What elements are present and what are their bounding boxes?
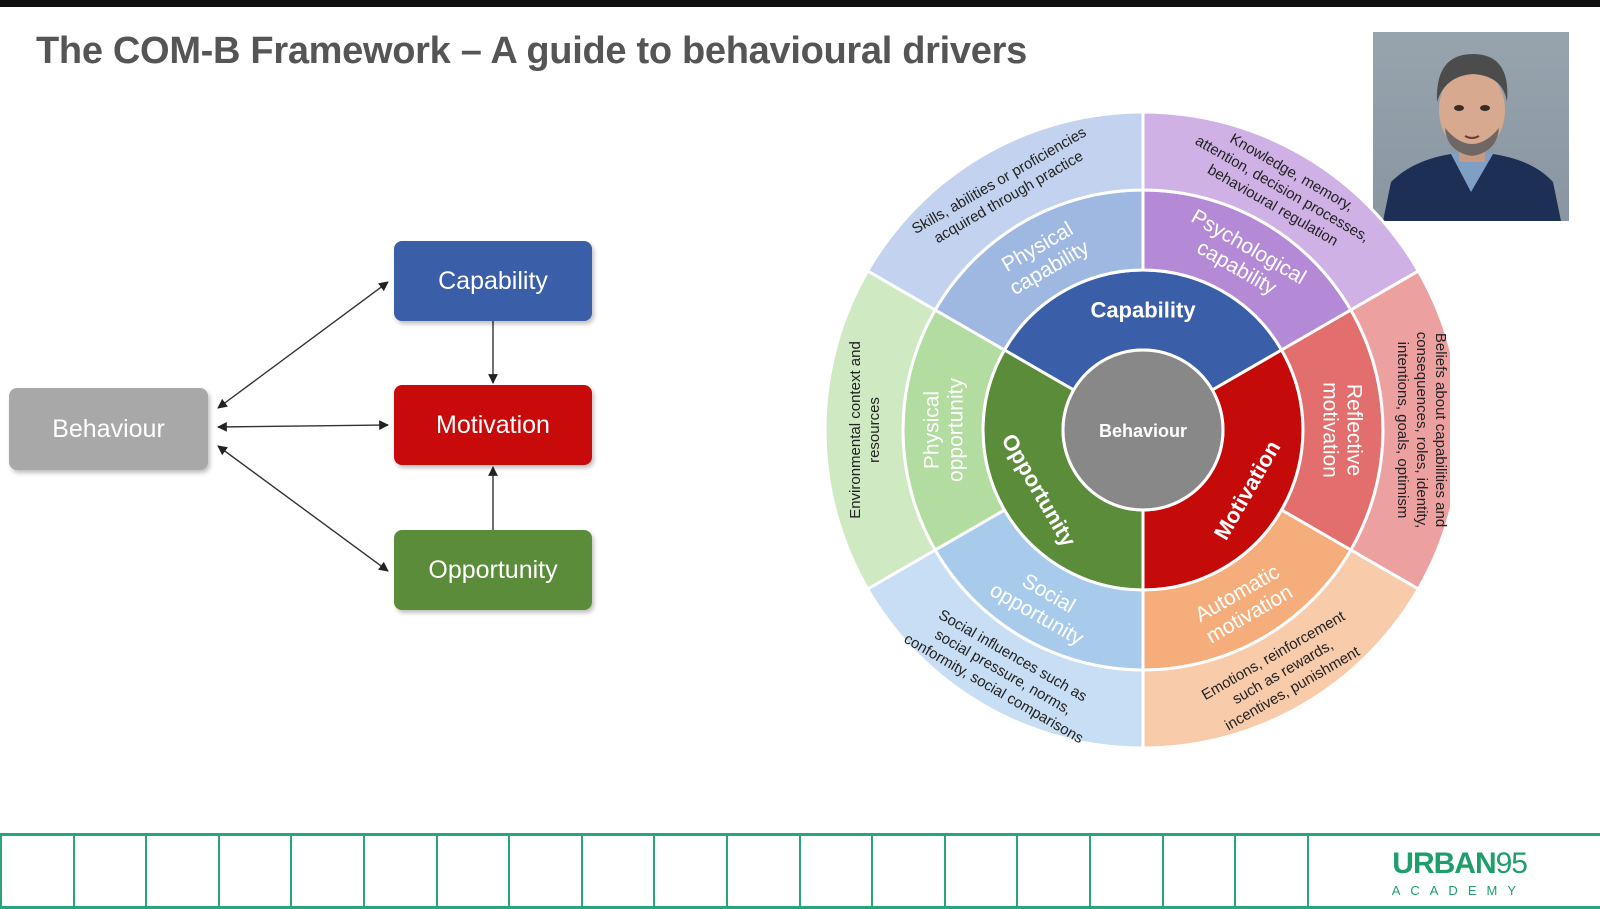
footer-grid-divider [145,833,148,909]
footer-grid-divider [1161,833,1164,909]
footer-grid-divider [1089,833,1091,909]
reflective-motivation-outer-label-line: intentions, goals, optimism [1394,342,1411,519]
footer-grid-divider [798,833,801,909]
wheel-segments [823,110,1450,750]
academy-logo-text: ACADEMY [1391,883,1526,898]
footer-grid-divider [653,833,656,909]
footer-grid-divider [217,833,220,909]
footer: URBAN95 ACADEMY [0,833,1600,909]
motivation-node: Motivation [394,385,592,465]
footer-grid-divider [1306,833,1309,909]
logo-number: 95 [1495,847,1528,880]
footer-grid-divider [1016,833,1019,909]
arrow-behaviour-opportunity [217,445,389,572]
physical-opportunity-outer-label-line: Environmental context and [847,341,864,519]
capability-inner-label: Capability [1090,298,1196,323]
footer-grid-divider [1234,833,1237,909]
footer-grid-divider [290,833,293,909]
presenter-video-icon [1383,54,1561,221]
footer-grid-divider [871,833,874,909]
physical-opportunity-outer-segment [823,268,938,592]
footer-grid-divider [508,833,511,909]
footer-grid-divider [0,833,2,909]
opportunity-node: Opportunity [394,530,592,610]
wheel-center [1061,348,1225,512]
footer-grid-divider [943,833,946,909]
arrow-behaviour-capability [217,281,389,409]
flow-arrows [217,281,498,572]
arrow-behaviour-motivation [217,420,389,432]
reflective-motivation-outer-label-line: Beliefs about capabilities and [1432,333,1449,527]
capability-node: Capability [394,241,592,321]
physical-opportunity-middle-label-line: Physical [920,391,943,469]
behaviour-node: Behaviour [9,388,208,470]
com-b-wheel: Behaviour CapabilityMotivationOpportunit… [823,110,1450,750]
slide-title: The COM-B Framework – A guide to behavio… [36,30,1027,72]
top-bar [0,0,1600,7]
logo-word: URBAN [1392,847,1496,880]
wheel-center-label: Behaviour [1099,421,1187,441]
physical-opportunity-outer-label-line: resources [866,397,883,463]
reflective-motivation-middle-label-line: Reflective [1343,384,1366,476]
urban95-logo: URBAN95 [1392,847,1528,881]
reflective-motivation-outer-label-line: consequences, roles, identity, [1413,332,1430,529]
footer-grid-divider [435,833,438,909]
capability-inner-label-line: Capability [1090,298,1196,323]
physical-opportunity-middle-label-line: opportunity [944,378,967,482]
footer-grid-divider [580,833,583,909]
presenter-video[interactable] [1373,32,1569,221]
footer-grid-divider [363,833,365,909]
reflective-motivation-outer-label: Beliefs about capabilities andconsequenc… [1394,332,1449,529]
com-b-flow-diagram: Capability Motivation Opportunity Behavi… [0,225,620,625]
footer-grid-divider [726,833,728,909]
footer-grid-divider [72,833,75,909]
reflective-motivation-middle-label-line: motivation [1319,382,1342,478]
